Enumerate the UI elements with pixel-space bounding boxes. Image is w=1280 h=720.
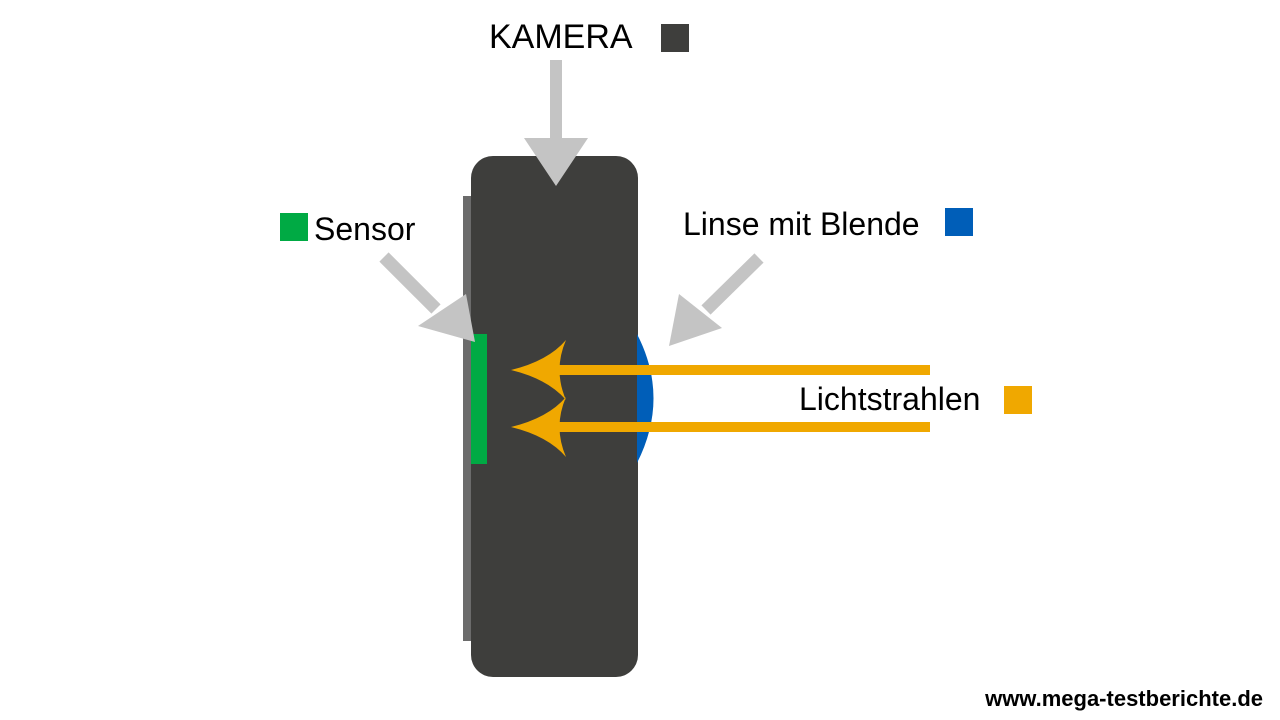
- lens: [637, 334, 654, 463]
- sensor-label: Sensor: [314, 211, 416, 247]
- camera-legend-swatch: [661, 24, 689, 52]
- sensor-pointer-arrow: [379, 252, 475, 342]
- light-ray-top-line: [545, 365, 930, 375]
- light-ray-bottom: [511, 397, 930, 457]
- lens-label: Linse mit Blende: [683, 206, 920, 242]
- sensor-pointer-arrow-shaft: [379, 252, 441, 314]
- camera-label: KAMERA: [489, 18, 633, 56]
- sensor: [471, 334, 487, 464]
- sensor-legend-swatch: [280, 213, 308, 241]
- lens-legend-swatch: [945, 208, 973, 236]
- website-watermark: www.mega-testberichte.de: [984, 686, 1263, 711]
- light-ray-top-arrowhead: [511, 340, 566, 400]
- light-label: Lichtstrahlen: [799, 381, 980, 417]
- lens-pointer-arrow-head: [669, 294, 722, 346]
- light-legend-swatch: [1004, 386, 1032, 414]
- lens-pointer-arrow-shaft: [701, 253, 764, 315]
- light-ray-top: [511, 340, 930, 400]
- lens-pointer-arrow: [669, 253, 764, 346]
- camera-pointer-arrow: [524, 60, 588, 186]
- camera-back-plate: [463, 196, 473, 641]
- light-ray-bottom-line: [545, 422, 930, 432]
- light-ray-bottom-arrowhead: [511, 397, 566, 457]
- sensor-pointer-arrow-head: [418, 294, 475, 342]
